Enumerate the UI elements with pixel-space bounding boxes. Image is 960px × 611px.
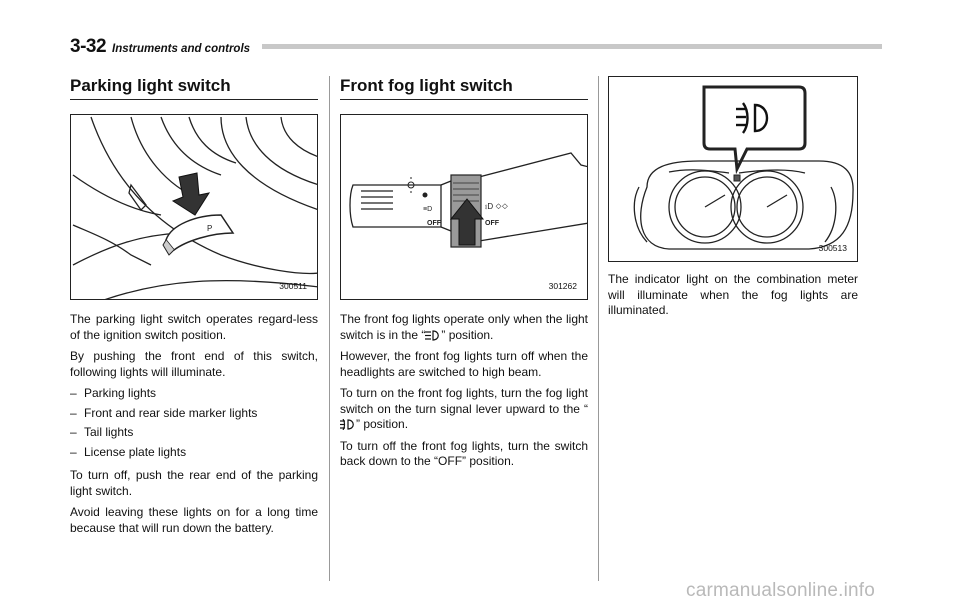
- paragraph: To turn off, push the rear end of the pa…: [70, 468, 318, 498]
- paragraph: To turn off the front fog lights, turn t…: [340, 438, 588, 469]
- figure-id: 301262: [548, 281, 577, 291]
- list-item: –Front and rear side marker lights: [70, 405, 258, 420]
- sun-icon: [403, 177, 419, 193]
- paragraph: By pushing the front end of this switch,…: [70, 349, 318, 379]
- paragraph: However, the front fog lights turn off w…: [340, 349, 588, 379]
- page-number: 3-32: [70, 36, 107, 57]
- page-header: 3-32 Instruments and controls: [70, 36, 250, 58]
- list-item: –Tail lights: [70, 425, 134, 439]
- fog-switch-illustration: ≡D OFF OFF ⦂D ◇◇: [349, 152, 587, 248]
- paragraph: Avoid leaving these lights on for a long…: [70, 505, 318, 535]
- watermark: carmanualsonline.info: [686, 580, 876, 601]
- headlight-position-icon: ≡D: [423, 206, 432, 213]
- figure-id: 300513: [818, 243, 847, 253]
- paragraph: The indicator light on the combination m…: [608, 272, 858, 317]
- header-rule: [262, 44, 882, 49]
- push-arrow-icon: [171, 172, 211, 216]
- figure-fog-light-switch: ≡D OFF OFF ⦂D ◇◇ 301262: [340, 114, 588, 300]
- column-parking-light: Parking light switch P 300511: [70, 76, 318, 542]
- combination-meter-illustration: [633, 85, 854, 250]
- paragraph: To turn on the front fog lights, turn th…: [340, 386, 588, 431]
- list-item: –Parking lights: [70, 386, 157, 400]
- off-label-right: OFF: [485, 220, 500, 227]
- column-front-fog-light: Front fog light switch: [340, 76, 588, 476]
- switch-label: P: [207, 224, 212, 233]
- paragraph: The parking light switch operates regard…: [70, 312, 318, 342]
- figure-parking-light-switch: P 300511: [70, 114, 318, 300]
- heading-parking-light-switch: Parking light switch: [70, 76, 318, 100]
- parking-switch-illustration: P: [72, 116, 317, 299]
- up-arrow-icon: [449, 198, 485, 246]
- column-divider: [329, 76, 330, 581]
- off-label-left: OFF: [427, 220, 442, 227]
- heading-front-fog-light-switch: Front fog light switch: [340, 76, 588, 100]
- headlight-icon: [425, 330, 440, 341]
- fog-light-icon: [736, 102, 769, 134]
- figure-combination-meter: 300513: [608, 76, 858, 262]
- list-item: –License plate lights: [70, 444, 187, 459]
- paragraph: The front fog lights operate only when t…: [340, 312, 588, 342]
- column-indicator: 300513 The indicator light on the combin…: [608, 76, 858, 325]
- position-dot: [422, 192, 428, 198]
- column-divider: [598, 76, 599, 581]
- fog-indicator-light: [733, 174, 741, 182]
- figure-id: 300511: [279, 281, 307, 291]
- section-title: Instruments and controls: [112, 43, 251, 55]
- fog-light-icon: ⦂D ◇◇: [485, 202, 509, 211]
- fog-light-icon: [340, 419, 354, 431]
